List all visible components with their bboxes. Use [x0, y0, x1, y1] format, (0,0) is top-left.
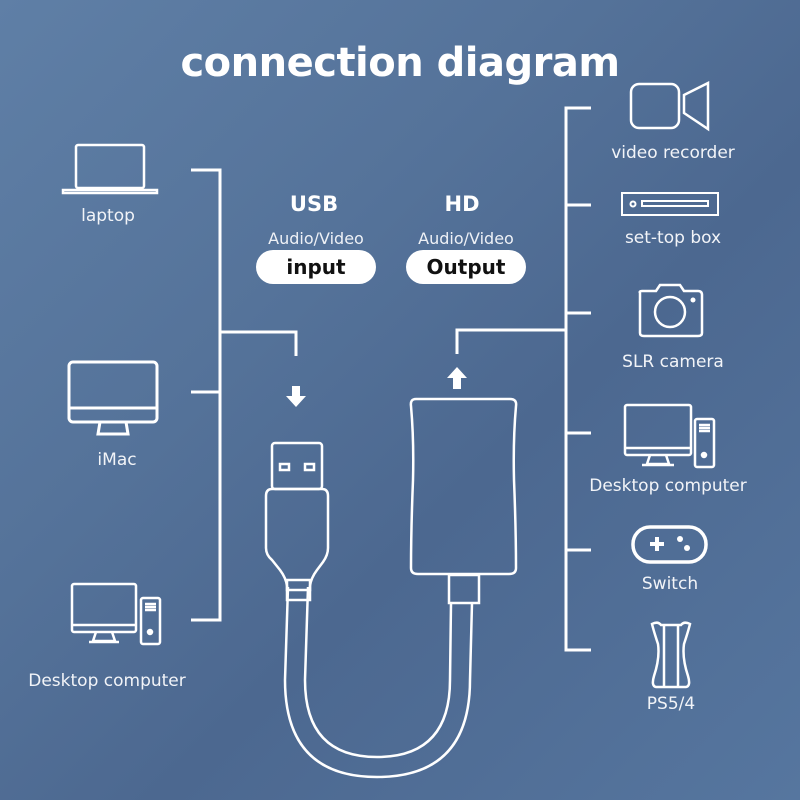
- device-label-video-recorder: video recorder: [611, 143, 735, 163]
- usb-plug-icon: [264, 441, 330, 602]
- output-badge: Output: [406, 250, 526, 284]
- device-label-switch: Switch: [641, 574, 699, 594]
- left-bracket-line: [191, 168, 222, 622]
- console-icon: [650, 621, 692, 689]
- arrows: [286, 367, 467, 407]
- input-badge: input: [256, 250, 376, 284]
- device-label-desktop-right: Desktop computer: [589, 476, 747, 496]
- set-top-box-icon: [621, 192, 719, 216]
- device-label-set-top-box: set-top box: [624, 228, 722, 248]
- output-port-title: HD: [444, 192, 480, 216]
- up-arrow-icon: [447, 367, 467, 389]
- device-label-slr-camera: SLR camera: [622, 352, 724, 372]
- input-port-title: USB: [289, 192, 339, 216]
- laptop-icon: [61, 143, 159, 195]
- device-label-desktop-left: Desktop computer: [28, 671, 186, 691]
- input-port-subtitle: Audio/Video: [268, 229, 364, 248]
- down-arrow-icon: [286, 386, 306, 407]
- output-port-subtitle: Audio/Video: [418, 229, 514, 248]
- left-feed-line: [220, 330, 298, 356]
- imac-icon: [67, 360, 159, 436]
- hd-dongle-icon: [409, 397, 518, 605]
- desktop-computer-icon: [70, 582, 162, 646]
- right-feed-line: [455, 328, 566, 354]
- device-label-laptop: laptop: [81, 206, 135, 226]
- cable-icon: [283, 586, 474, 779]
- page-title: connection diagram: [180, 40, 620, 86]
- device-label-imac: iMac: [97, 450, 137, 470]
- camera-icon: [638, 283, 704, 338]
- gamepad-icon: [631, 525, 708, 564]
- video-camera-icon: [629, 81, 710, 132]
- right-bracket-line: [564, 106, 591, 652]
- device-label-ps: PS5/4: [646, 694, 696, 714]
- desktop-computer-icon: [623, 403, 716, 469]
